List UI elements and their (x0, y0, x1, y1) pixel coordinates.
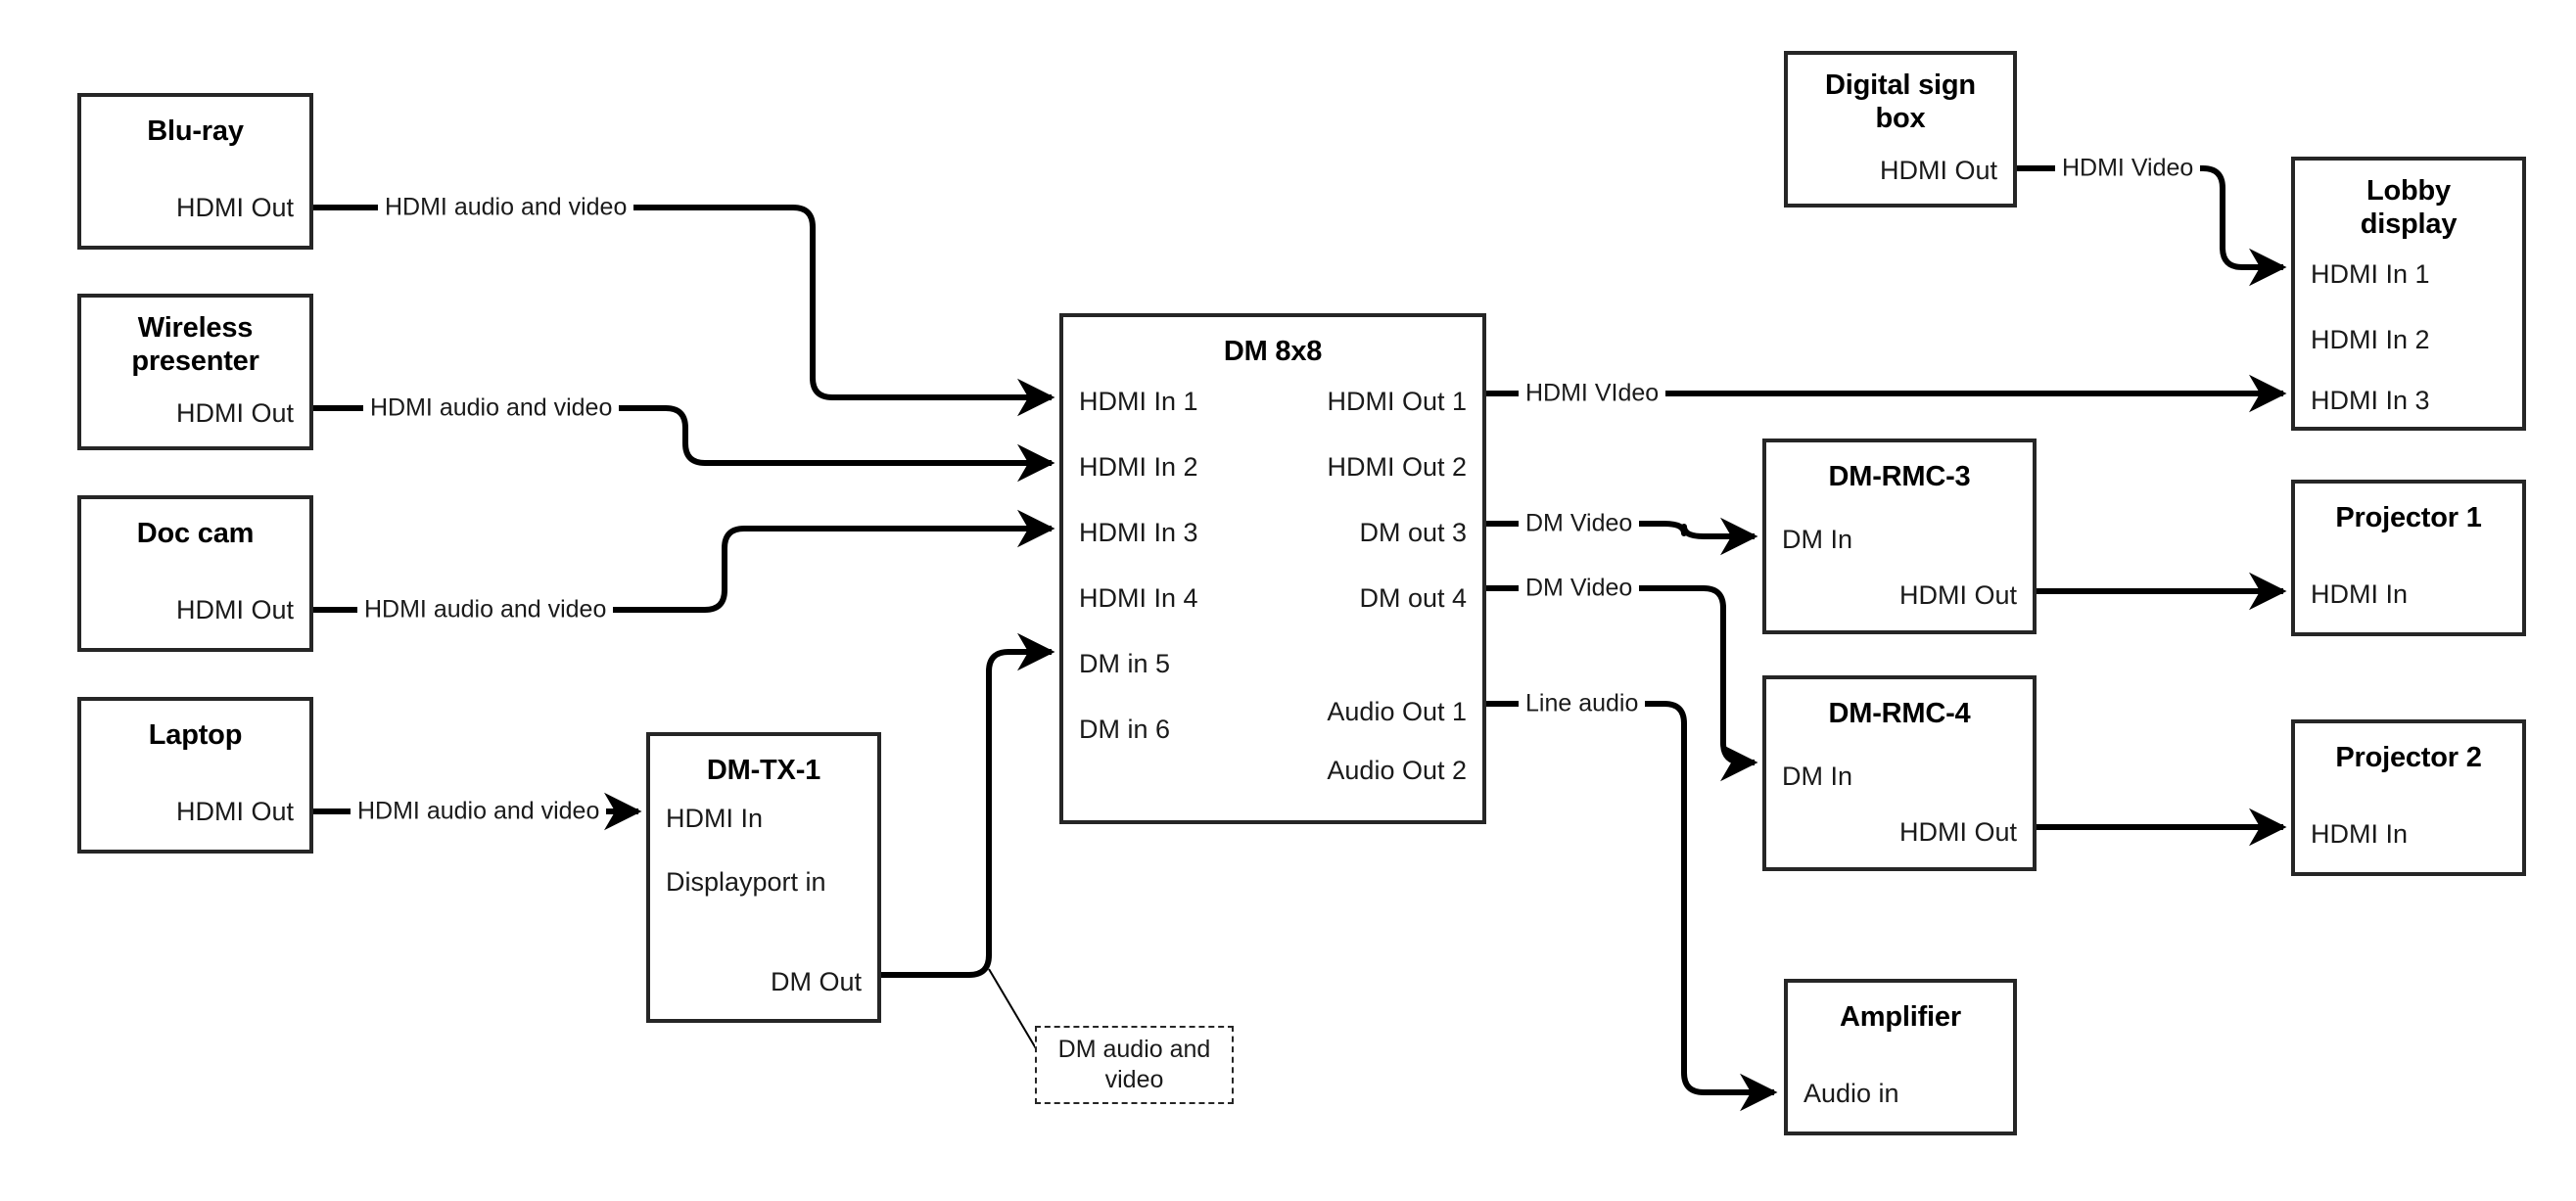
wire-sign-to-lobby-in-1 (2017, 165, 2287, 287)
node-dm-8x8[interactable]: DM 8x8 HDMI In 1 HDMI In 2 HDMI In 3 HDM… (1059, 313, 1486, 824)
node-doc-cam[interactable]: Doc cam HDMI Out (77, 495, 313, 652)
node-amplifier-title: Amplifier (1840, 1001, 1961, 1033)
node-rmc4-port-dm-in: DM In (1782, 762, 1853, 791)
node-dm8x8-port-dm-in-5: DM in 5 (1079, 649, 1171, 678)
node-dm8x8-port-audio-out-2: Audio Out 2 (1327, 756, 1467, 785)
wire-label-dm-video-4: DM Video (1519, 576, 1640, 601)
node-dm8x8-port-hdmi-in-1: HDMI In 1 (1079, 387, 1198, 416)
node-lobby-display[interactable]: Lobby display HDMI In 1 HDMI In 2 HDMI I… (2291, 157, 2526, 431)
node-dmtx1-title: DM-TX-1 (706, 755, 821, 786)
node-rmc4-port-hdmi-out: HDMI Out (1898, 817, 2017, 847)
node-rmc3-port-hdmi-out: HDMI Out (1898, 580, 2017, 610)
node-wireless-presenter[interactable]: Wireless presenter HDMI Out (77, 294, 313, 450)
note-dm-audio-and-video: DM audio and video (1035, 1026, 1234, 1104)
node-dm8x8-port-audio-out-1: Audio Out 1 (1327, 697, 1467, 726)
note-line2: video (1104, 1066, 1164, 1093)
node-dmtx1-port-dm-out: DM Out (770, 967, 862, 996)
node-sign-title-line1: Digital sign (1825, 69, 1976, 101)
node-lobby-title-line2: display (2360, 208, 2458, 241)
node-dm8x8-port-hdmi-in-4: HDMI In 4 (1079, 583, 1198, 613)
node-amplifier[interactable]: Amplifier Audio in (1784, 979, 2017, 1135)
node-digital-sign-box[interactable]: Digital sign box HDMI Out (1784, 51, 2017, 208)
node-lobby-port-hdmi-in-2: HDMI In 2 (2311, 325, 2430, 354)
node-lobby-port-hdmi-in-3: HDMI In 3 (2311, 386, 2430, 415)
node-dm8x8-port-dm-in-6: DM in 6 (1079, 715, 1171, 744)
wire-label-hdmi-video-out1: HDMI VIdeo (1519, 381, 1666, 406)
node-bluray-title: Blu-ray (147, 115, 244, 147)
node-projector-1[interactable]: Projector 1 HDMI In (2291, 480, 2526, 636)
node-projector1-title: Projector 1 (2335, 502, 2482, 533)
node-wireless-port-hdmi-out: HDMI Out (175, 398, 294, 428)
node-dmtx1-port-displayport-in: Displayport in (666, 867, 826, 897)
node-rmc3-title: DM-RMC-3 (1828, 461, 1971, 492)
node-doccam-port-hdmi-out: HDMI Out (175, 595, 294, 624)
wire-dm-out-4-to-rmc4 (1486, 585, 1758, 782)
node-laptop-port-hdmi-out: HDMI Out (175, 797, 294, 826)
node-projector2-title: Projector 2 (2335, 742, 2482, 773)
node-rmc4-title: DM-RMC-4 (1828, 698, 1971, 729)
node-dm8x8-port-dm-out-4: DM out 4 (1359, 583, 1467, 613)
node-projector1-port-hdmi-in: HDMI In (2311, 579, 2409, 609)
wire-label-doccam: HDMI audio and video (357, 597, 614, 623)
node-projector-2[interactable]: Projector 2 HDMI In (2291, 719, 2526, 876)
node-dm-rmc-3[interactable]: DM-RMC-3 DM In HDMI Out (1762, 439, 2037, 634)
node-dm8x8-port-dm-out-3: DM out 3 (1359, 518, 1467, 547)
node-lobby-title-line1: Lobby (2366, 175, 2451, 207)
wire-label-bluray: HDMI audio and video (378, 195, 634, 220)
node-dm-rmc-4[interactable]: DM-RMC-4 DM In HDMI Out (1762, 675, 2037, 871)
node-wireless-title-line1: Wireless (137, 312, 254, 344)
node-dm8x8-port-hdmi-out-2: HDMI Out 2 (1327, 452, 1467, 482)
node-sign-title-line2: box (1875, 103, 1926, 135)
wire-label-laptop: HDMI audio and video (351, 799, 607, 824)
node-bluray-port-hdmi-out: HDMI Out (175, 193, 294, 222)
node-dm8x8-port-hdmi-out-1: HDMI Out 1 (1327, 387, 1467, 416)
wire-dmtx1-to-dm-in-5 (881, 632, 1055, 978)
node-lobby-port-hdmi-in-1: HDMI In 1 (2311, 259, 2430, 289)
node-bluray[interactable]: Blu-ray HDMI Out (77, 93, 313, 250)
wire-label-dm-video-3: DM Video (1519, 511, 1640, 536)
node-dm8x8-port-hdmi-in-2: HDMI In 2 (1079, 452, 1198, 482)
wire-bluray-to-hdmi-in-1 (313, 205, 1055, 417)
node-sign-port-hdmi-out: HDMI Out (1879, 156, 1997, 185)
node-dm8x8-port-hdmi-in-3: HDMI In 3 (1079, 518, 1198, 547)
node-dm8x8-title: DM 8x8 (1223, 336, 1323, 367)
node-projector2-port-hdmi-in: HDMI In (2311, 819, 2409, 849)
node-amplifier-port-audio-in: Audio in (1803, 1079, 1899, 1108)
node-wireless-title-line2: presenter (131, 346, 259, 378)
node-doccam-title: Doc cam (136, 518, 255, 549)
wire-label-sign-hdmi-video: HDMI Video (2055, 156, 2201, 181)
node-laptop[interactable]: Laptop HDMI Out (77, 697, 313, 854)
note-line1: DM audio and (1057, 1035, 1211, 1063)
wire-label-line-audio: Line audio (1519, 691, 1646, 716)
node-dmtx1-port-hdmi-in: HDMI In (666, 804, 764, 833)
wire-label-wireless: HDMI audio and video (363, 395, 620, 421)
wire-audio-out-1-to-amplifier (1486, 701, 1778, 1112)
node-laptop-title: Laptop (148, 719, 243, 751)
node-rmc3-port-dm-in: DM In (1782, 525, 1853, 554)
node-dm-tx-1[interactable]: DM-TX-1 HDMI In Displayport in DM Out (646, 732, 881, 1023)
